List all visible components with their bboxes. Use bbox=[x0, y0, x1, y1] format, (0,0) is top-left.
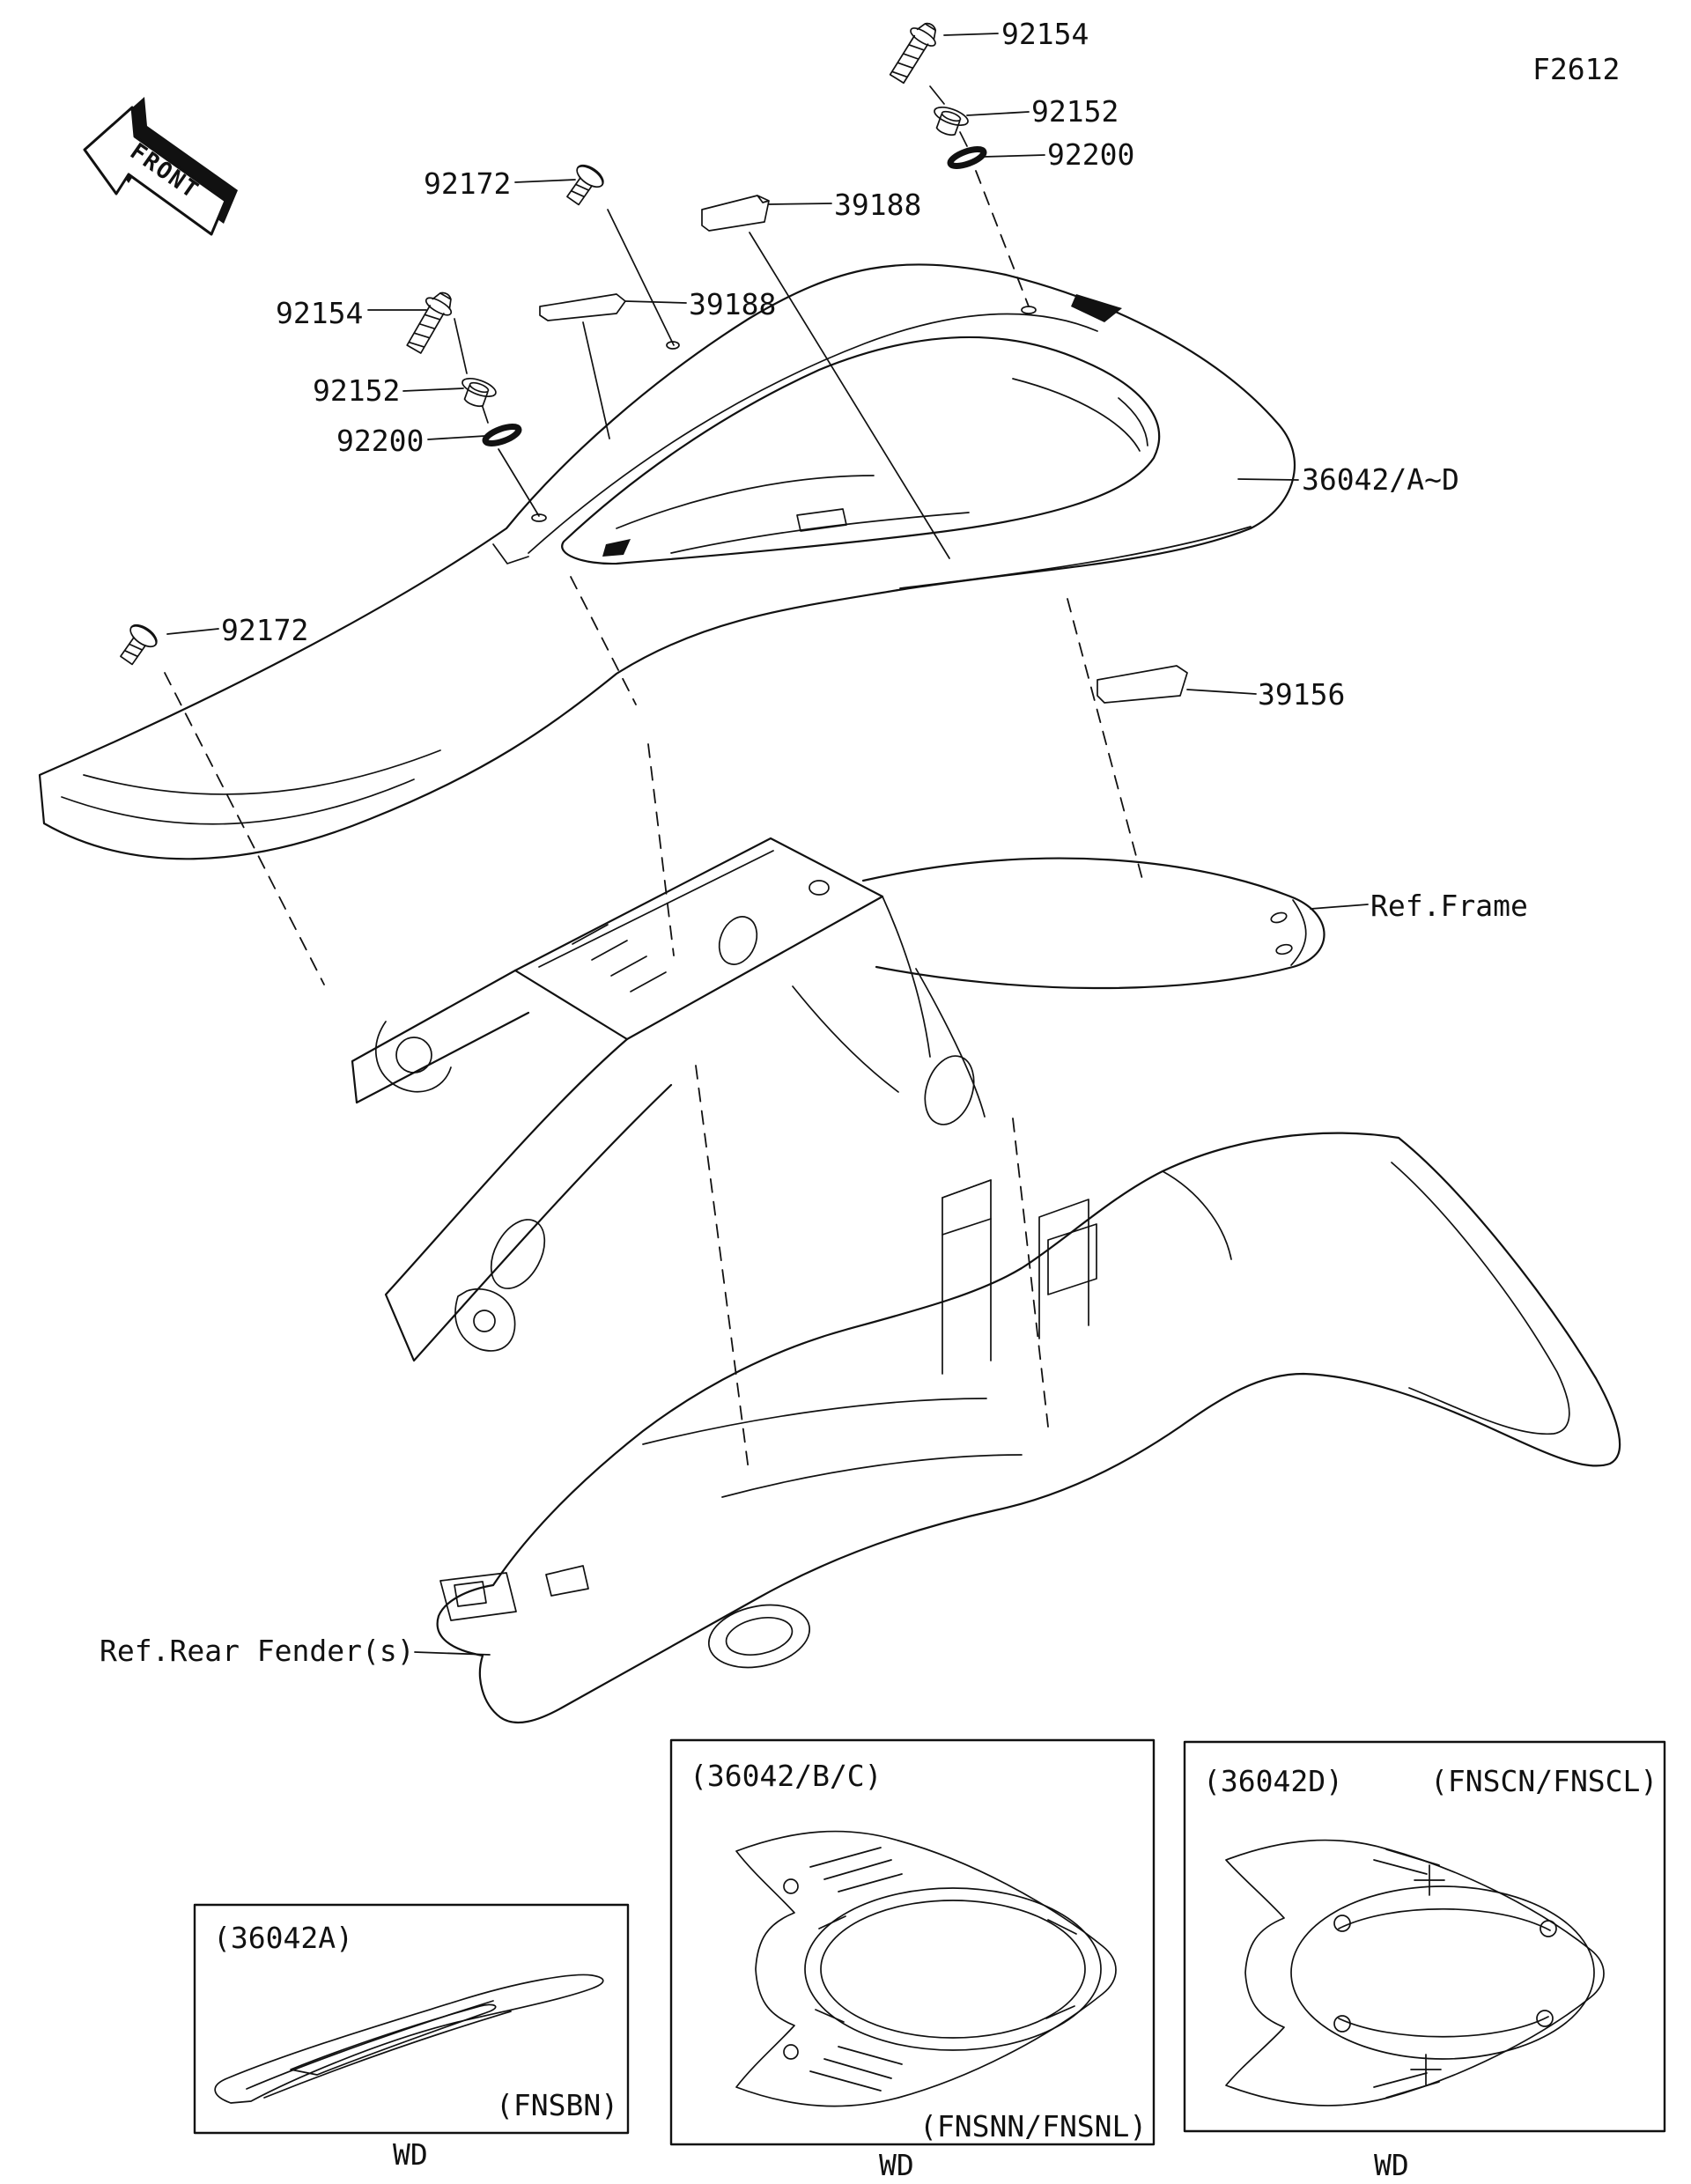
variant-a-part-code: (36042A) bbox=[213, 1921, 353, 1955]
callout-pad-right: 39156 bbox=[1258, 677, 1346, 712]
variant-box-frames bbox=[193, 1738, 1666, 2146]
callout-screw-left: 92172 bbox=[221, 613, 309, 647]
left-washer-icon bbox=[462, 377, 497, 408]
callout-pad-mid: 39188 bbox=[689, 287, 777, 321]
variant-d-part-code: (36042D) bbox=[1203, 1764, 1343, 1798]
ref-rear-fender-label: Ref.Rear Fender(s) bbox=[100, 1634, 415, 1668]
callout-pad-top: 39188 bbox=[834, 188, 922, 222]
left-damper-icon bbox=[482, 424, 522, 446]
variant-a-side-cover-art bbox=[214, 1974, 604, 2104]
callout-screw-top: 92172 bbox=[424, 166, 512, 201]
top-bolt-icon bbox=[889, 22, 937, 85]
variant-a-note: WD bbox=[393, 2137, 428, 2172]
top-pad-icon bbox=[701, 195, 770, 232]
rear-frame-drawing bbox=[351, 837, 1325, 1362]
top-washer-icon bbox=[934, 106, 969, 136]
variant-d-note: WD bbox=[1374, 2148, 1409, 2182]
variant-a-color-code: (FNSBN) bbox=[496, 2088, 619, 2122]
variant-d-top-view-art bbox=[1225, 1839, 1605, 2107]
front-direction-arrow: FRONT bbox=[83, 97, 238, 236]
mid-pad-icon bbox=[539, 293, 626, 321]
variant-bc-top-view-art bbox=[735, 1830, 1117, 2107]
variant-d-color-code: (FNSCN/FNSCL) bbox=[1430, 1764, 1658, 1798]
seat-cover-drawing bbox=[38, 263, 1296, 860]
variant-bc-color-code: (FNSNN/FNSNL) bbox=[919, 2109, 1148, 2143]
rear-fender-drawing bbox=[436, 1132, 1621, 1724]
left-screw-icon bbox=[120, 623, 158, 666]
ref-frame-label: Ref.Frame bbox=[1370, 889, 1528, 923]
callout-cover-assembly: 36042/A~D bbox=[1302, 462, 1459, 497]
callout-washer-left: 92152 bbox=[313, 373, 401, 408]
top-damper-icon bbox=[947, 146, 987, 169]
callout-damper-left: 92200 bbox=[336, 424, 425, 458]
callout-washer-top: 92152 bbox=[1031, 94, 1119, 129]
callout-bolt-top: 92154 bbox=[1001, 17, 1089, 51]
assembly-lines bbox=[164, 85, 1144, 1472]
left-bolt-icon bbox=[406, 291, 452, 354]
variant-bc-part-code: (36042/B/C) bbox=[690, 1759, 882, 1793]
right-pad-icon bbox=[1097, 665, 1188, 704]
variant-bc-note: WD bbox=[879, 2148, 914, 2182]
figure-code: F2612 bbox=[1532, 52, 1621, 86]
leader-lines bbox=[166, 33, 1369, 1656]
top-screw-icon bbox=[566, 164, 604, 206]
callout-damper-top: 92200 bbox=[1047, 137, 1135, 172]
callout-bolt-left: 92154 bbox=[276, 296, 364, 330]
